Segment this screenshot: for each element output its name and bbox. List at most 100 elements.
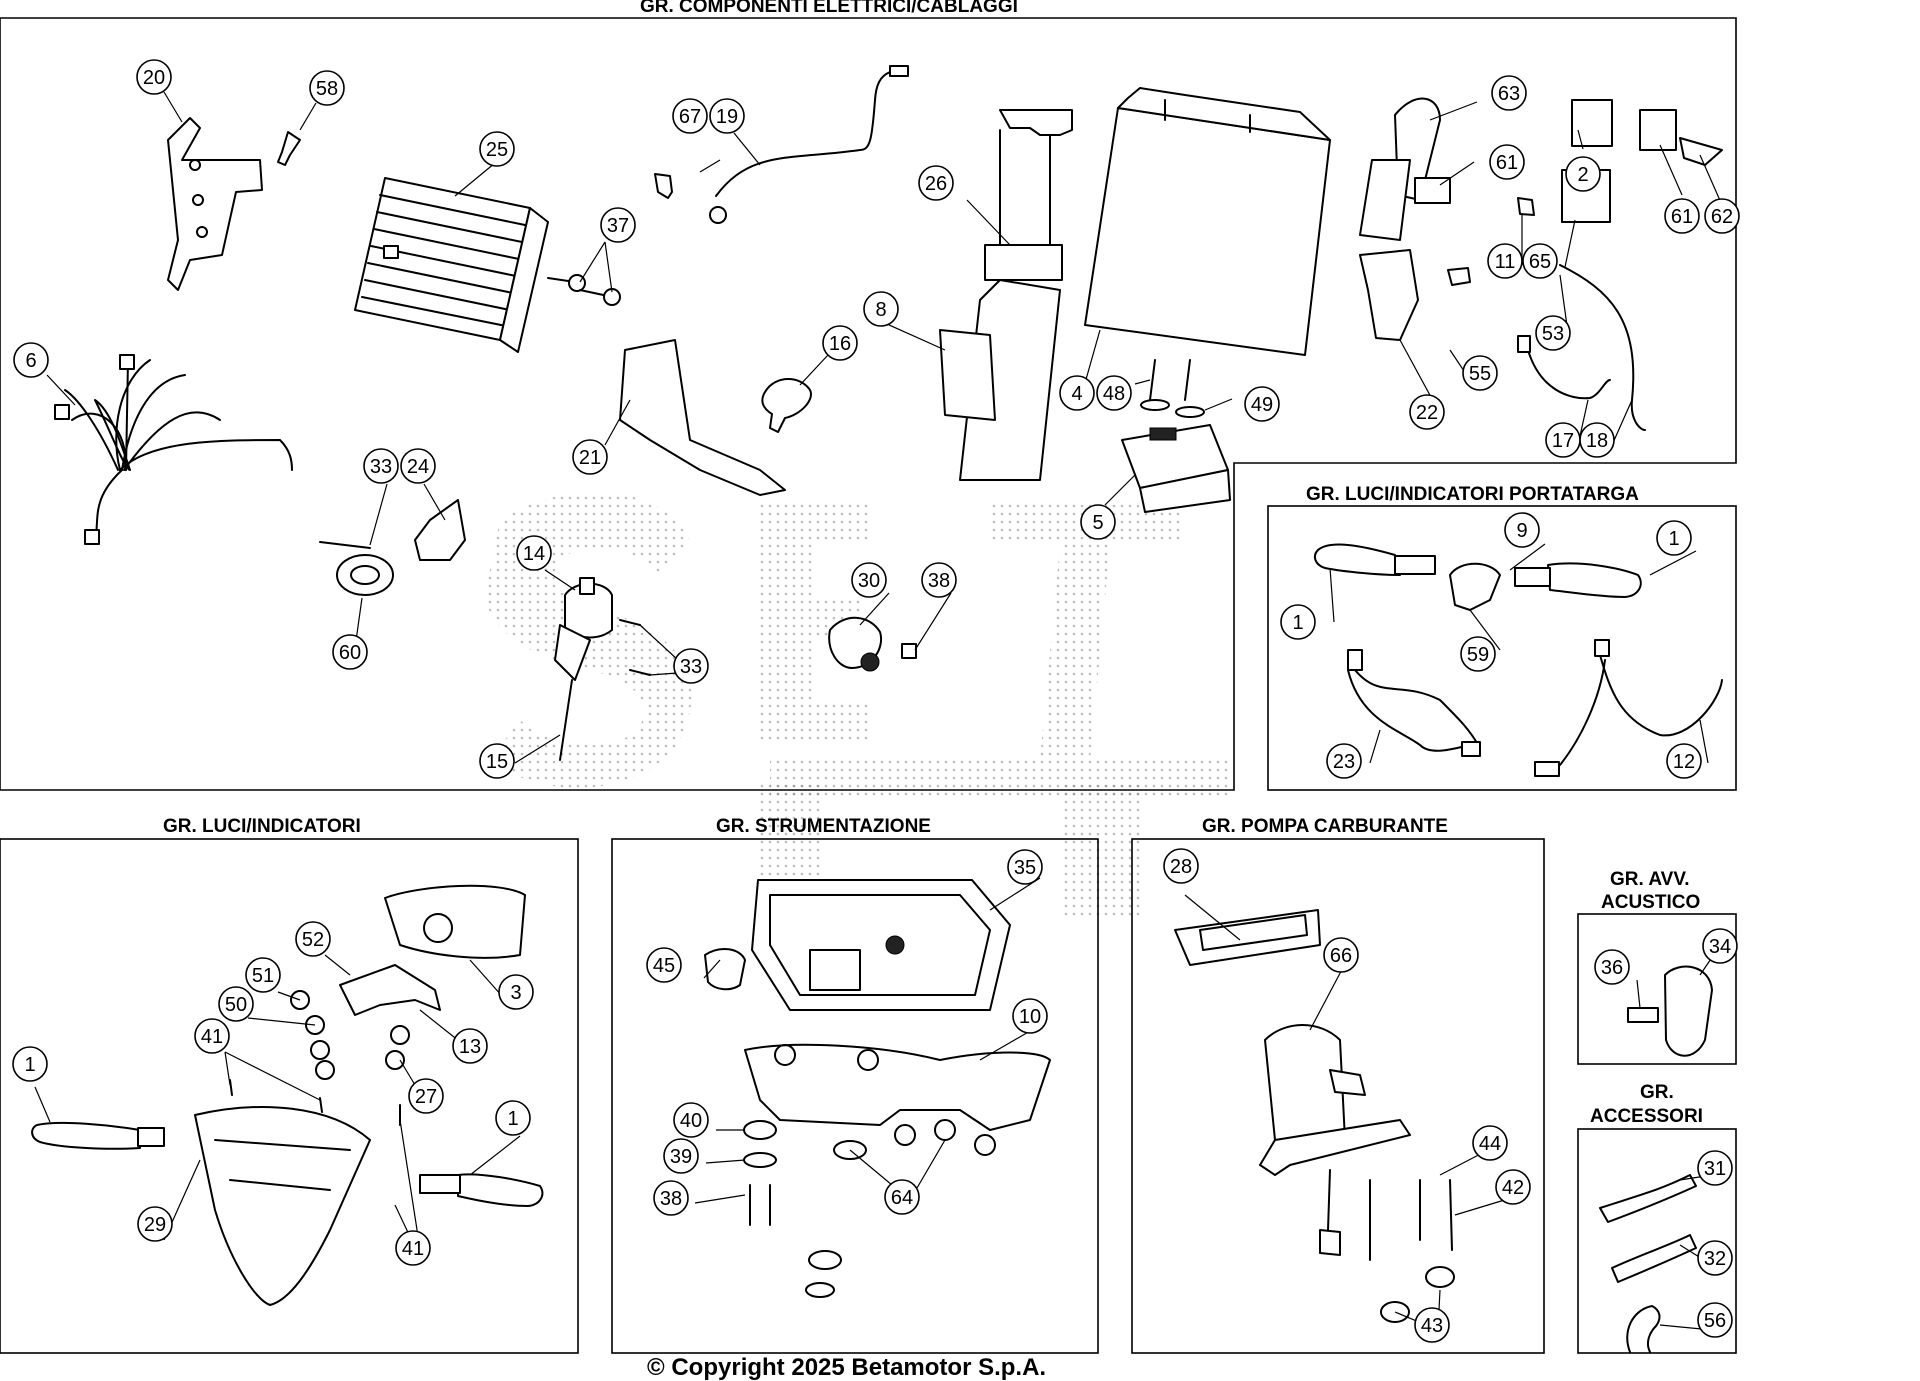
svg-text:11: 11 (1495, 251, 1516, 273)
callout: 32 (1697, 1240, 1733, 1276)
svg-text:31: 31 (1704, 1158, 1726, 1180)
svg-text:61: 61 (1496, 152, 1518, 174)
battery-holder-26 (959, 109, 1073, 481)
callout: 33 (673, 648, 709, 684)
section-title-accessories-2: ACCESSORI (1590, 1106, 1703, 1127)
callout: 30 (851, 562, 887, 598)
svg-text:37: 37 (607, 215, 629, 237)
svg-text:23: 23 (1333, 751, 1355, 773)
callout: 53 (1535, 315, 1571, 351)
section-frames (0, 17, 1737, 1354)
svg-text:59: 59 (1467, 644, 1489, 666)
callout: 22 (1409, 394, 1445, 430)
svg-text:22: 22 (1416, 402, 1438, 424)
battery-4 (1084, 87, 1331, 356)
callouts-fuel-pump: 28 66 44 42 43 (1163, 848, 1531, 1343)
callout: 52 (295, 921, 331, 957)
relay-61 (1639, 109, 1677, 151)
svg-text:42: 42 (1502, 1177, 1524, 1199)
ignition-switch-45 (704, 948, 746, 991)
callouts-lights: 52 3 51 13 50 41 27 1 1 29 41 (12, 921, 534, 1266)
svg-text:67: 67 (679, 106, 701, 128)
svg-text:8: 8 (875, 299, 886, 321)
svg-text:21: 21 (579, 447, 601, 469)
callout: 23 (1326, 743, 1362, 779)
callout: 60 (332, 634, 368, 670)
svg-text:58: 58 (316, 78, 338, 100)
svg-text:14: 14 (523, 543, 545, 565)
svg-text:33: 33 (370, 456, 392, 478)
svg-text:38: 38 (660, 1188, 682, 1210)
svg-text:2: 2 (1577, 164, 1588, 186)
bracket-24 (414, 499, 466, 561)
callout: 24 (400, 448, 436, 484)
fuse-62 (1679, 137, 1723, 166)
callout: 67 (672, 98, 708, 134)
callout: 4 (1059, 375, 1095, 411)
svg-text:55: 55 (1469, 363, 1491, 385)
svg-text:24: 24 (407, 456, 429, 478)
callout: 21 (572, 439, 608, 475)
callout: 19 (709, 98, 745, 134)
svg-text:3: 3 (510, 982, 521, 1004)
callout: 39 (663, 1138, 699, 1174)
battery-cable-19 (715, 71, 891, 197)
tail-light-29 (194, 1106, 371, 1306)
callout: 1 (495, 1100, 531, 1136)
relay-box-8 (939, 329, 996, 421)
callout: 27 (408, 1078, 444, 1114)
copyright-text: © Copyright 2025 Betamotor S.p.A. (647, 1354, 1046, 1381)
callout: 14 (516, 535, 552, 571)
svg-text:6: 6 (25, 350, 36, 372)
instruments-parts (704, 879, 1051, 1298)
callout: 5 (1080, 504, 1116, 540)
section-title-accessories-1: GR. (1640, 1082, 1674, 1103)
svg-text:36: 36 (1601, 957, 1623, 979)
callout: 11 (1487, 243, 1523, 279)
svg-text:44: 44 (1479, 1133, 1501, 1155)
callout: 44 (1472, 1125, 1508, 1161)
callout: 64 (884, 1179, 920, 1215)
svg-text:28: 28 (1170, 856, 1192, 878)
svg-text:48: 48 (1103, 383, 1125, 405)
callout: 63 (1491, 75, 1527, 111)
callout: 28 (1163, 848, 1199, 884)
svg-text:51: 51 (252, 965, 274, 987)
frame-electrical (0, 17, 1737, 791)
callout: 40 (673, 1102, 709, 1138)
bracket-20 (167, 117, 263, 291)
callout: 1 (12, 1046, 48, 1082)
svg-text:25: 25 (486, 139, 508, 161)
svg-text:4: 4 (1071, 383, 1082, 405)
callout: 18 (1579, 422, 1615, 458)
svg-text:18: 18 (1586, 430, 1608, 452)
callout: 37 (600, 207, 636, 243)
fuel-pump-parts (1174, 909, 1455, 1323)
callout: 6 (13, 342, 49, 378)
callout: 1 (1280, 604, 1316, 640)
electrical-parts (54, 65, 1723, 761)
svg-text:61: 61 (1671, 206, 1693, 228)
frame-plate (1267, 505, 1737, 791)
svg-text:5: 5 (1092, 512, 1103, 534)
lights-parts (31, 884, 544, 1306)
callout: 16 (822, 325, 858, 361)
callout: 33 (363, 448, 399, 484)
callout: 38 (921, 562, 957, 598)
svg-text:1: 1 (24, 1054, 35, 1076)
svg-text:35: 35 (1014, 857, 1036, 879)
bracket-21 (619, 339, 786, 496)
svg-text:30: 30 (858, 570, 880, 592)
relay-16 (761, 378, 812, 433)
section-title-horn-2: ACUSTICO (1601, 892, 1700, 913)
callout: 13 (452, 1028, 488, 1064)
callout: 42 (1495, 1169, 1531, 1205)
horn-parts (1627, 965, 1713, 1057)
section-title-instruments: GR. STRUMENTAZIONE (716, 816, 931, 837)
accessories-parts (1599, 1174, 1697, 1353)
wrench-31 (1599, 1174, 1697, 1223)
section-title-plate: GR. LUCI/INDICATORI PORTATARGA (1306, 484, 1639, 505)
callout: 55 (1462, 355, 1498, 391)
svg-text:29: 29 (144, 1214, 166, 1236)
frame-accessories (1577, 1128, 1737, 1354)
